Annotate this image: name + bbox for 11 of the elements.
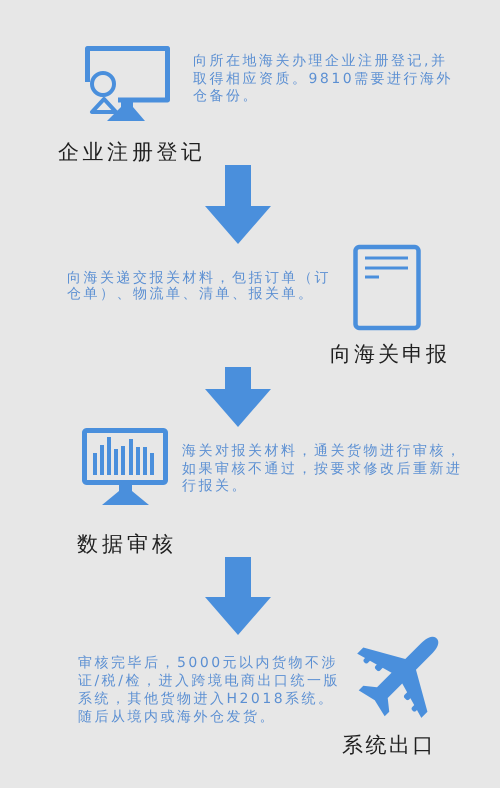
arrow <box>205 557 271 635</box>
arrow <box>205 165 271 244</box>
step-title: 企业注册登记 <box>58 139 206 165</box>
step-description: 海关对报关材料，通关货物进行审核，如果审核不通过，按要求修改后重新进行报关。 <box>182 443 464 496</box>
arrow <box>205 367 271 427</box>
step-title: 向海关申报 <box>330 341 450 367</box>
step-description: 向海关递交报关材料，包括订单（订仓单）、物流单、清单、报关单。 <box>67 270 332 302</box>
step-description: 向所在地海关办理企业注册登记,并取得相应资质。9810需要进行海外仓备份。 <box>193 53 454 106</box>
step-description: 审核完毕后，5000元以内货物不涉证/税/检，进入跨境电商出口统一版系统，其他货物进入H2018系统。随后从境内或海外仓发货。 <box>78 654 340 726</box>
step-title: 系统出口 <box>342 732 436 758</box>
step-title: 数据审核 <box>77 531 177 557</box>
